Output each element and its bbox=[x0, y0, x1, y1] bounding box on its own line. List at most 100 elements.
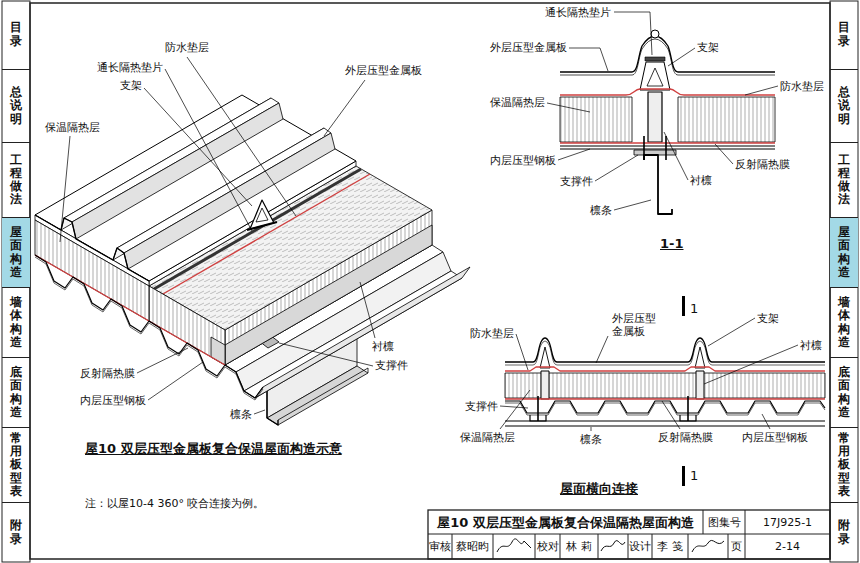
signature-part bbox=[601, 541, 625, 551]
side-tab: 屋面构造 bbox=[830, 218, 858, 288]
title-block-cell: 2-14 bbox=[745, 534, 830, 559]
section-1-1-drawing-part bbox=[651, 30, 659, 38]
leader-lines-part bbox=[324, 80, 365, 136]
tab-text: 总说明 bbox=[838, 86, 850, 126]
sheet-frame-part bbox=[2, 1, 30, 562]
part-label: 通长隔热垫片 bbox=[545, 6, 611, 19]
signature-part bbox=[497, 539, 531, 552]
part-label: 防水垫层 bbox=[470, 327, 514, 340]
leader-lines-part bbox=[360, 282, 375, 338]
leader-lines-part bbox=[745, 86, 778, 95]
side-tab: 总说明 bbox=[2, 70, 30, 143]
section-1-1-drawing-part bbox=[560, 36, 775, 72]
section-1-1-drawing-part bbox=[640, 62, 670, 90]
leader-lines-part bbox=[704, 345, 798, 384]
side-tab: 常用板型表 bbox=[830, 428, 858, 503]
roof-isometric-part bbox=[124, 133, 335, 269]
title-block-cell: 审核 bbox=[428, 534, 452, 559]
roof-isometric-part bbox=[35, 257, 263, 400]
title-block-cell: 蔡昭昀 bbox=[452, 534, 493, 559]
title-block-cell: 李 笺 bbox=[652, 534, 688, 559]
transverse-joint-drawing-part bbox=[541, 371, 549, 399]
tab-text: 附录 bbox=[10, 519, 22, 545]
part-label: 檩条 bbox=[230, 408, 252, 421]
part-label: 反射隔热膜 bbox=[80, 367, 135, 380]
title-block-part bbox=[428, 510, 830, 559]
leader-lines-part bbox=[614, 12, 652, 55]
section-1-1-drawing-part bbox=[678, 97, 775, 142]
transverse-joint-drawing-part bbox=[505, 367, 825, 371]
title-block-cell: 林 莉 bbox=[560, 534, 598, 559]
part-label: 反射隔热膜 bbox=[735, 158, 790, 171]
side-tab: 目录 bbox=[2, 0, 30, 70]
leader-lines-part bbox=[500, 406, 528, 408]
roof-isometric-part bbox=[35, 255, 263, 398]
leader-lines-part bbox=[148, 362, 203, 400]
title-block-cell: 17J925-1 bbox=[745, 510, 830, 534]
transverse-joint-drawing-part bbox=[695, 347, 705, 368]
part-label: 衬檩 bbox=[372, 340, 394, 353]
part-label: 保温隔热层 bbox=[45, 121, 100, 134]
side-tab: 常用板型表 bbox=[2, 428, 30, 503]
side-tab: 工程做法 bbox=[2, 143, 30, 218]
section-1-1-drawing-part bbox=[644, 155, 672, 214]
side-tab: 底面构造 bbox=[2, 358, 30, 428]
roof-isometric-part bbox=[117, 128, 331, 253]
leader-lines-part bbox=[279, 343, 373, 366]
part-label: 内层压型钢板 bbox=[742, 431, 808, 444]
part-label: 外层压型金属板 bbox=[345, 64, 422, 77]
section-1-1-drawing-part bbox=[560, 39, 775, 75]
transverse-joint-drawing-part bbox=[538, 396, 688, 421]
part-label: 支架 bbox=[697, 41, 719, 54]
transverse-joint-drawing-part bbox=[540, 347, 550, 368]
roof-isometric-part bbox=[256, 208, 268, 222]
leader-lines-part bbox=[662, 401, 680, 429]
tab-text: 目录 bbox=[10, 21, 22, 47]
part-label: 支架 bbox=[757, 312, 779, 325]
tab-text: 底面构造 bbox=[10, 366, 22, 419]
transverse-joint-drawing-part bbox=[682, 296, 685, 316]
title-block-cell: 页 bbox=[728, 534, 745, 559]
tab-text: 底面构造 bbox=[838, 366, 850, 419]
section-1-1-drawing-part bbox=[560, 146, 775, 149]
figure-caption: 屋10 双层压型金属板复合保温屋面构造示意 bbox=[85, 441, 342, 457]
part-label: 防水垫层 bbox=[165, 41, 209, 54]
side-tab: 墙体构造 bbox=[2, 288, 30, 358]
tab-text: 总说明 bbox=[10, 86, 22, 126]
side-tab: 附录 bbox=[2, 503, 30, 562]
tab-text: 常用板型表 bbox=[10, 432, 22, 498]
leader-lines-part bbox=[664, 132, 688, 180]
leader-lines-part bbox=[591, 427, 592, 431]
side-tab: 工程做法 bbox=[830, 143, 858, 218]
roof-isometric-part bbox=[64, 98, 279, 222]
leader-lines-part bbox=[708, 318, 755, 346]
part-label: 1-1 bbox=[660, 236, 684, 252]
tab-text: 附录 bbox=[838, 519, 850, 545]
part-label: 外层压型 金属板 bbox=[612, 312, 660, 338]
title-block-cell: 校对 bbox=[535, 534, 560, 559]
sheet-frame-part bbox=[30, 3, 830, 559]
section-1-1-drawing-part bbox=[645, 57, 665, 61]
part-label: 屋面横向连接 bbox=[560, 481, 638, 497]
side-tab: 屋面构造 bbox=[2, 218, 30, 288]
transverse-joint-drawing-part bbox=[682, 466, 685, 486]
transverse-joint-drawing bbox=[505, 296, 825, 486]
section-1-1-drawing-part bbox=[644, 136, 666, 160]
roof-isometric-part bbox=[247, 222, 277, 230]
transverse-joint-drawing-part bbox=[505, 398, 825, 399]
part-label: 支撑件 bbox=[465, 400, 498, 413]
leader-lines-part bbox=[668, 48, 695, 66]
tab-text: 工程做法 bbox=[838, 154, 850, 207]
leader-lines-part bbox=[516, 334, 528, 370]
side-tab: 总说明 bbox=[830, 70, 858, 143]
tab-text: 墙体构造 bbox=[10, 296, 22, 349]
part-label: 保温隔热层 bbox=[460, 431, 515, 444]
leader-lines-part bbox=[596, 336, 608, 363]
leader-lines-part bbox=[187, 57, 296, 216]
part-label: 衬檩 bbox=[800, 339, 822, 352]
roof-isometric bbox=[35, 95, 470, 425]
section-1-1-drawing-part bbox=[560, 142, 775, 143]
leader-lines-part bbox=[60, 136, 70, 242]
leader-lines-part bbox=[715, 144, 733, 164]
